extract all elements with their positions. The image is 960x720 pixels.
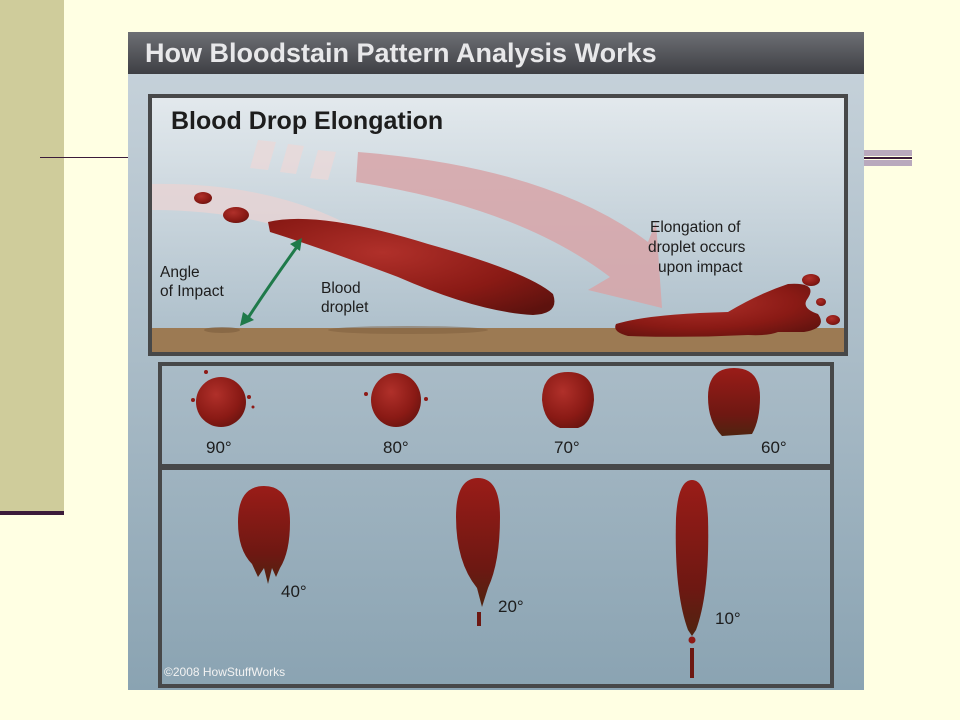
motion-mark-1 xyxy=(250,140,276,170)
bottom-panel xyxy=(158,466,834,688)
motion-mark-2 xyxy=(280,144,304,174)
floor-shadow-2 xyxy=(328,326,488,334)
motion-mark-3 xyxy=(310,150,336,180)
angle-40-label: 40° xyxy=(281,582,307,601)
splatter-droplet-3 xyxy=(826,315,840,325)
angle-20-label: 20° xyxy=(498,597,524,616)
small-droplet-2 xyxy=(223,207,249,223)
trajectory-streak xyxy=(152,183,378,264)
angle-60-label: 60° xyxy=(761,438,787,457)
slide-rule-right-bottom xyxy=(864,160,912,166)
splatter-droplet-2 xyxy=(816,298,826,306)
angle-10-label: 10° xyxy=(715,609,741,628)
stain-60 xyxy=(708,368,760,436)
stain-40 xyxy=(238,486,290,584)
copyright-credit: ©2008 HowStuffWorks xyxy=(164,665,285,679)
title-bar xyxy=(128,32,864,74)
stain-70 xyxy=(542,372,594,428)
small-droplet-1 xyxy=(194,192,212,204)
angle-label-line2: of Impact xyxy=(160,283,224,300)
panel-subtitle: Blood Drop Elongation xyxy=(171,107,443,135)
slide-rule-right-line xyxy=(864,157,912,159)
angle-90-label: 90° xyxy=(206,438,232,457)
elongation-label-line3: upon impact xyxy=(658,259,743,276)
blood-droplet-shape xyxy=(268,218,555,315)
angle-label-line1: Angle xyxy=(160,264,200,281)
left-accent-bar xyxy=(0,0,64,512)
stain-80 xyxy=(364,373,428,427)
angle-arrow-head-bottom xyxy=(240,312,254,326)
angle-arrow-head-top xyxy=(290,238,302,251)
droplet-label-line1: Blood xyxy=(321,280,361,297)
elongation-label-line2: droplet occurs xyxy=(648,239,746,256)
stain-90 xyxy=(191,370,255,427)
angle-80-label: 80° xyxy=(383,438,409,457)
elongation-label-line1: Elongation of xyxy=(650,219,741,236)
slide-rule-left xyxy=(40,157,130,158)
bloodstain-figure: How Bloodstain Pattern Analysis Works Bl… xyxy=(128,32,864,690)
angle-70-label: 70° xyxy=(554,438,580,457)
trajectory-arrow xyxy=(356,152,662,308)
figure-title: How Bloodstain Pattern Analysis Works xyxy=(145,38,657,68)
droplet-label-line2: droplet xyxy=(321,299,369,316)
splatter-droplet-1 xyxy=(802,274,820,286)
stain-20 xyxy=(456,478,500,626)
angle-of-impact-arc xyxy=(244,243,301,322)
stain-10 xyxy=(675,480,709,678)
left-accent-rule xyxy=(0,511,64,515)
impact-splatter xyxy=(615,283,821,337)
floor-shadow-1 xyxy=(204,327,240,333)
slide-rule-right-top xyxy=(864,150,912,156)
bloodstain-diagram: How Bloodstain Pattern Analysis Works Bl… xyxy=(128,32,864,690)
